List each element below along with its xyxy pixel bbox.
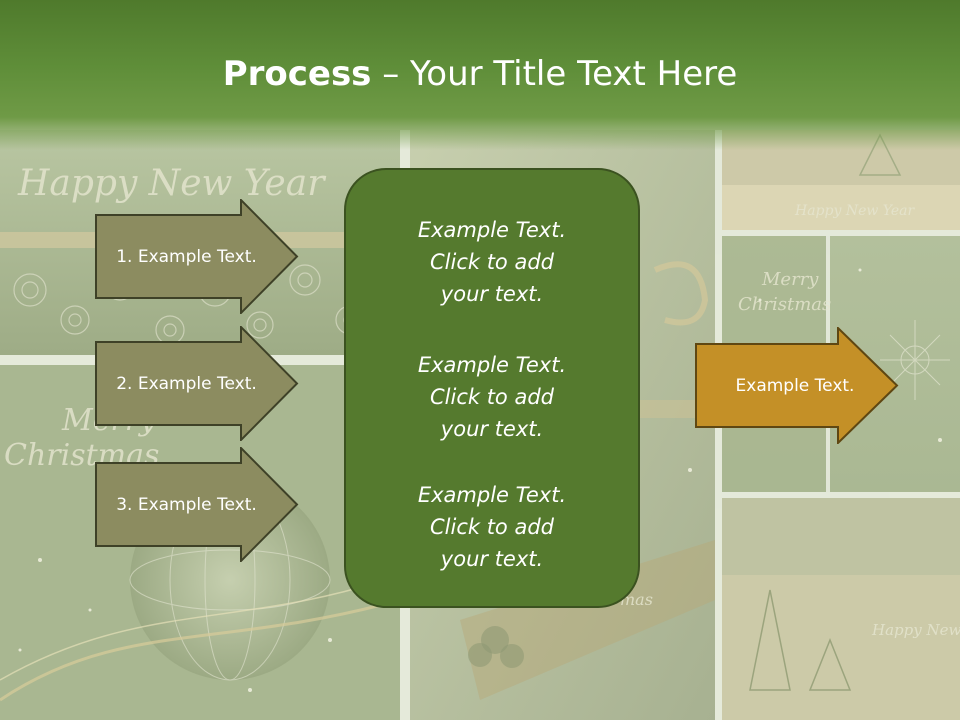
step-arrow-2-label: 2. Example Text. bbox=[116, 373, 257, 394]
center-paragraph-2: Example Text. Click to add your text. bbox=[346, 349, 638, 445]
slide-title-rest: – Your Title Text Here bbox=[371, 54, 738, 94]
step-arrow-3-label: 3. Example Text. bbox=[116, 494, 257, 515]
result-arrow[interactable]: Example Text. bbox=[695, 327, 900, 444]
bg-script-happy-new-year-small: Happy New Year bbox=[794, 203, 915, 219]
bg-script-merry-right: Merry bbox=[761, 269, 819, 290]
step-arrow-1[interactable]: 1. Example Text. bbox=[95, 199, 300, 314]
center-paragraph-3-line-3: your text. bbox=[440, 547, 544, 571]
center-paragraph-3-line-2: Click to add bbox=[429, 515, 554, 539]
center-paragraph-3: Example Text. Click to add your text. bbox=[346, 479, 638, 575]
center-paragraph-2-line-1: Example Text. bbox=[417, 353, 567, 377]
bg-script-happy-new: Happy New bbox=[871, 621, 960, 639]
step-arrow-3[interactable]: 3. Example Text. bbox=[95, 447, 300, 562]
bg-script-happy-new-year: Happy New Year bbox=[17, 163, 326, 204]
center-paragraph-1: Example Text. Click to add your text. bbox=[346, 214, 638, 310]
center-text-box[interactable]: Example Text. Click to add your text. Ex… bbox=[344, 168, 640, 608]
result-arrow-label: Example Text. bbox=[735, 375, 855, 396]
slide-title: Process – Your Title Text Here bbox=[0, 52, 960, 96]
center-paragraph-2-line-2: Click to add bbox=[429, 385, 554, 409]
step-arrow-1-label: 1. Example Text. bbox=[116, 246, 257, 267]
center-paragraph-1-line-3: your text. bbox=[440, 282, 544, 306]
center-paragraph-3-line-1: Example Text. bbox=[417, 483, 567, 507]
center-paragraph-2-line-3: your text. bbox=[440, 417, 544, 441]
step-arrow-2[interactable]: 2. Example Text. bbox=[95, 326, 300, 441]
center-paragraph-1-line-1: Example Text. bbox=[417, 218, 567, 242]
slide-title-bold: Process bbox=[222, 54, 372, 94]
center-paragraph-1-line-2: Click to add bbox=[429, 250, 554, 274]
bg-script-christmas-right: Christmas bbox=[738, 294, 831, 315]
title-bar bbox=[0, 0, 960, 150]
